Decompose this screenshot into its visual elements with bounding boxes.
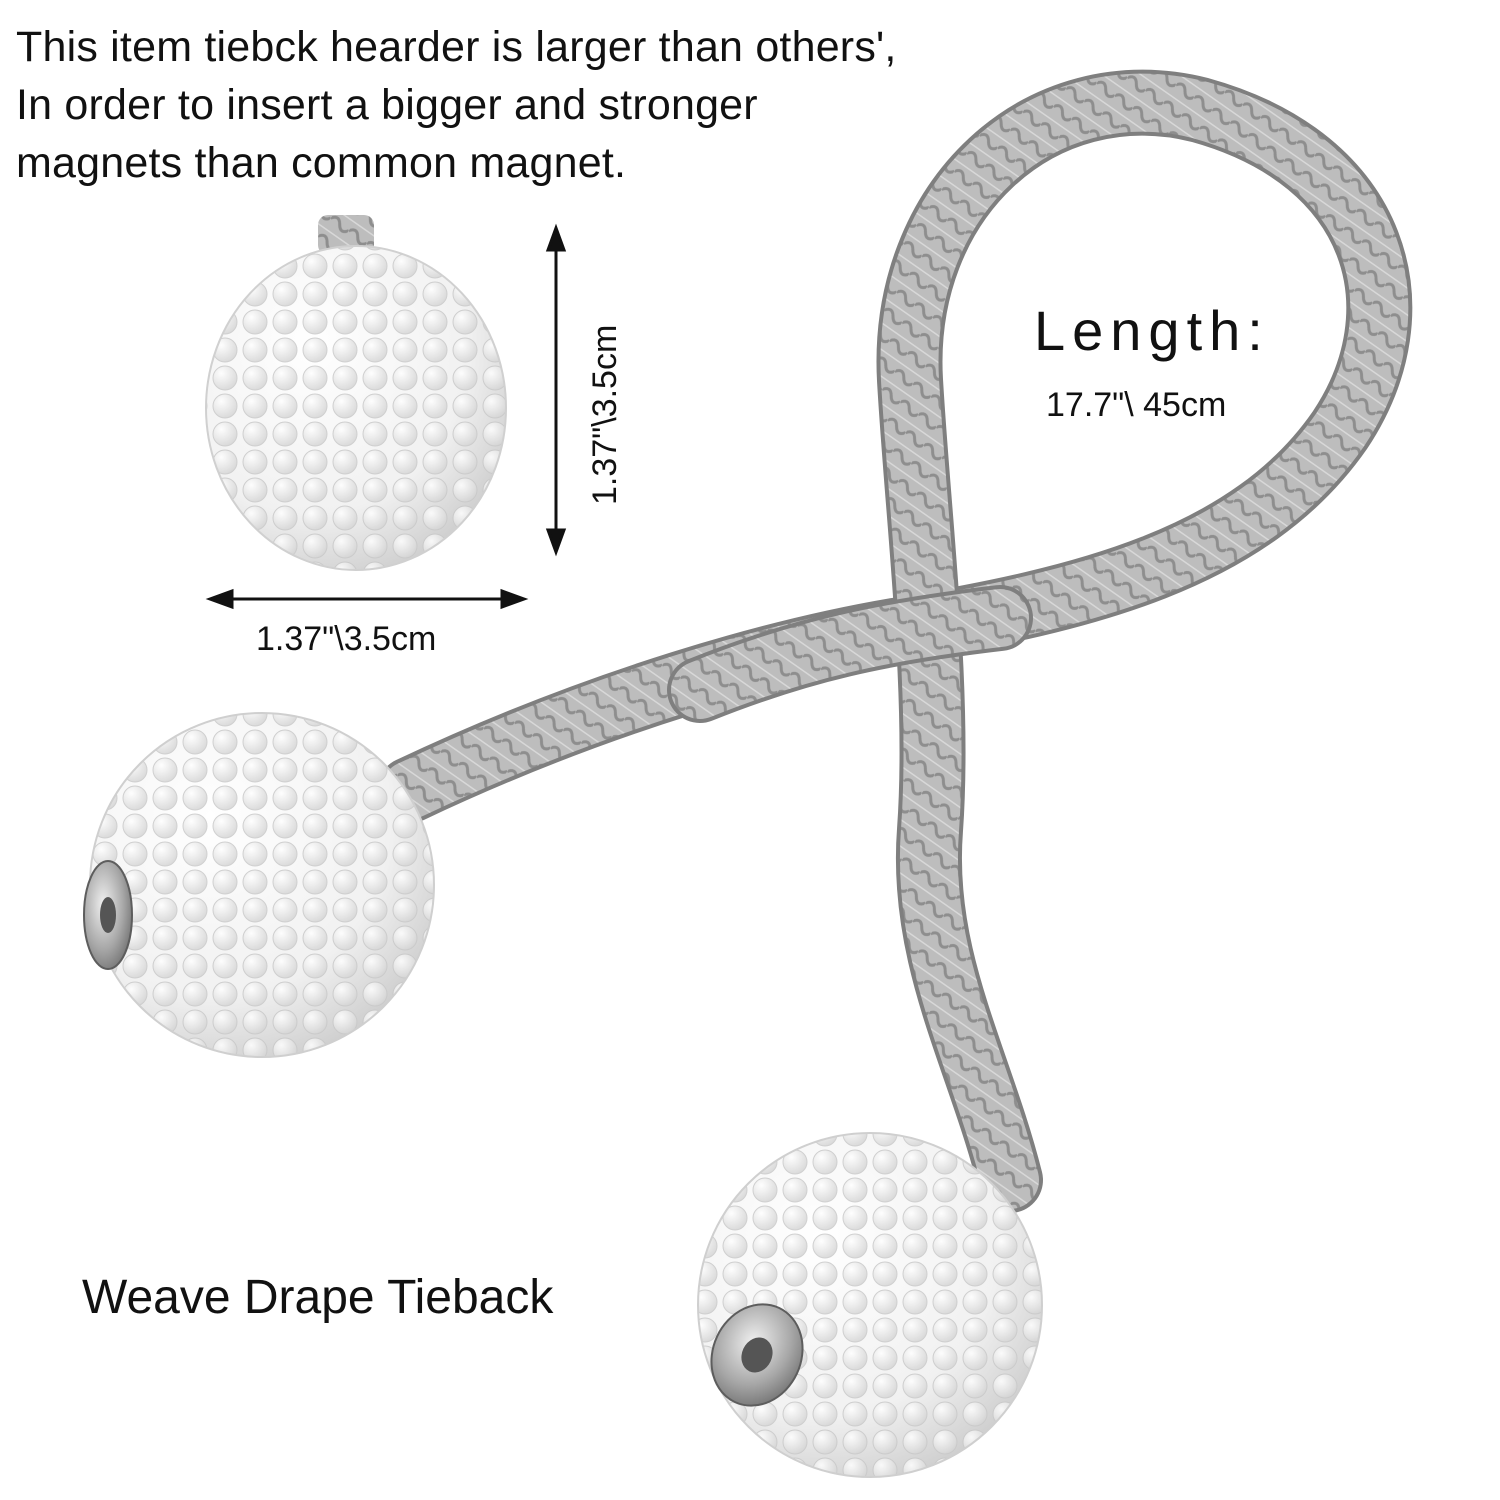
headline-line-2: In order to insert a bigger and stronger bbox=[16, 81, 758, 129]
length-value: 17.7"\ 45cm bbox=[1046, 386, 1227, 424]
detail-pearl-ball bbox=[205, 245, 507, 571]
length-label: Length: bbox=[1034, 299, 1270, 362]
bottom-pearl-ball bbox=[697, 1132, 1043, 1478]
headline-line-3: magnets than common magnet. bbox=[16, 139, 627, 187]
width-arrow bbox=[205, 588, 529, 610]
detail-cord-stub bbox=[318, 215, 374, 255]
headline: This item tiebck hearder is larger than … bbox=[16, 18, 1076, 192]
headline-line-1: This item tiebck hearder is larger than … bbox=[16, 23, 897, 71]
ball-height-value: 1.37"\3.5cm bbox=[586, 324, 624, 505]
height-arrow bbox=[545, 223, 567, 557]
left-pearl-ball bbox=[83, 712, 435, 1058]
ball-width-value: 1.37"\3.5cm bbox=[256, 620, 437, 658]
braided-cord bbox=[377, 69, 1413, 1213]
product-name: Weave Drape Tieback bbox=[82, 1271, 554, 1324]
